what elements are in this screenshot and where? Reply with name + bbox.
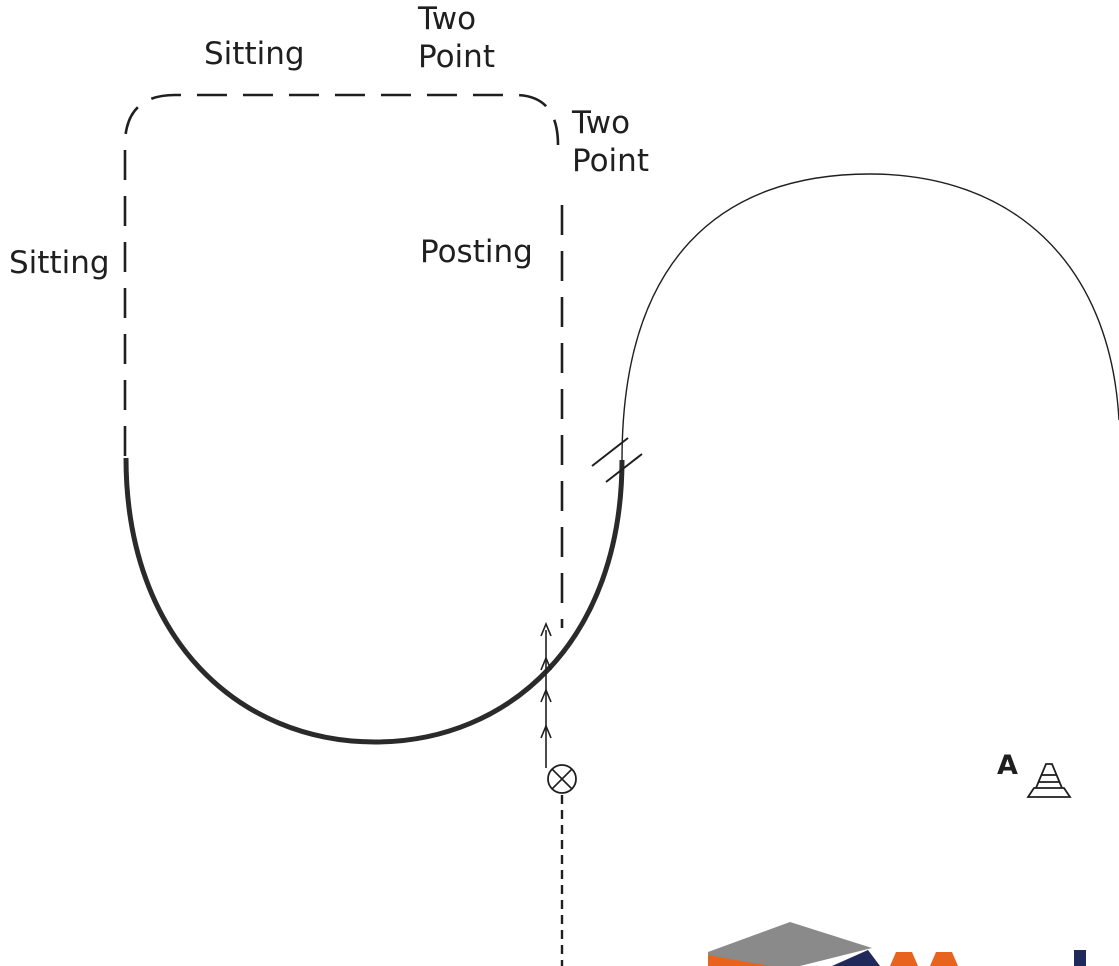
lower-circle-bold-path <box>123 457 625 745</box>
hash-mark-2 <box>605 453 643 483</box>
arrow-chevron-icon <box>540 687 552 703</box>
arrow-chevron-icon <box>540 723 552 739</box>
right-loop-thin-path <box>621 173 1119 461</box>
marker-letter-a: A <box>997 750 1018 781</box>
label-two-point-top: Two Point <box>418 1 495 75</box>
arrow-chevron-icon <box>540 655 552 671</box>
start-point-icon <box>547 764 577 794</box>
label-two-point-right: Two Point <box>572 105 649 179</box>
logo-fragment <box>708 922 1086 966</box>
label-sitting-top: Sitting <box>204 36 305 72</box>
arrow-chevron-icon <box>540 621 552 637</box>
upper-loop-dashed-path <box>123 93 560 456</box>
traffic-cone-icon <box>1026 763 1072 798</box>
label-sitting-left: Sitting <box>9 245 110 281</box>
label-posting: Posting <box>420 234 533 270</box>
hash-mark-1 <box>591 437 629 467</box>
